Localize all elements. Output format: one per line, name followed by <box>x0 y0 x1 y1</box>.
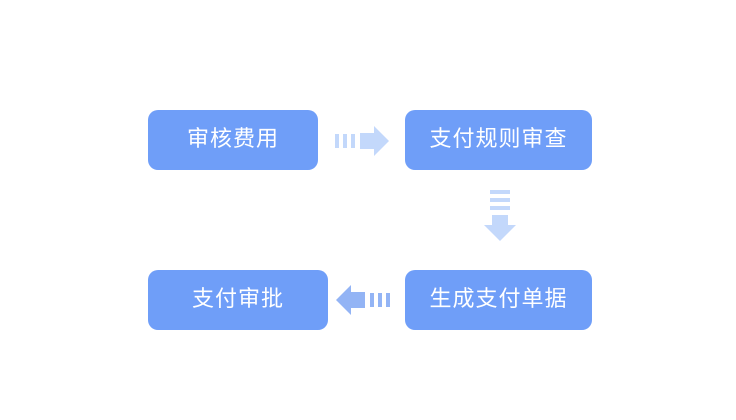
flow-node-label: 支付审批 <box>191 287 284 312</box>
arrow-right-icon <box>331 120 393 162</box>
flow-node-label: 审核费用 <box>186 127 279 152</box>
arrow-left-icon <box>332 281 394 319</box>
flow-node-review-fee[interactable]: 审核费用 <box>148 110 318 170</box>
flow-node-payment-rule[interactable]: 支付规则审查 <box>405 110 592 170</box>
flow-node-label: 生成支付单据 <box>429 287 568 312</box>
flow-node-generate-doc[interactable]: 生成支付单据 <box>405 270 592 330</box>
flow-node-payment-approve[interactable]: 支付审批 <box>148 270 328 330</box>
arrow-down-icon <box>478 186 522 246</box>
flow-node-label: 支付规则审查 <box>429 127 568 152</box>
